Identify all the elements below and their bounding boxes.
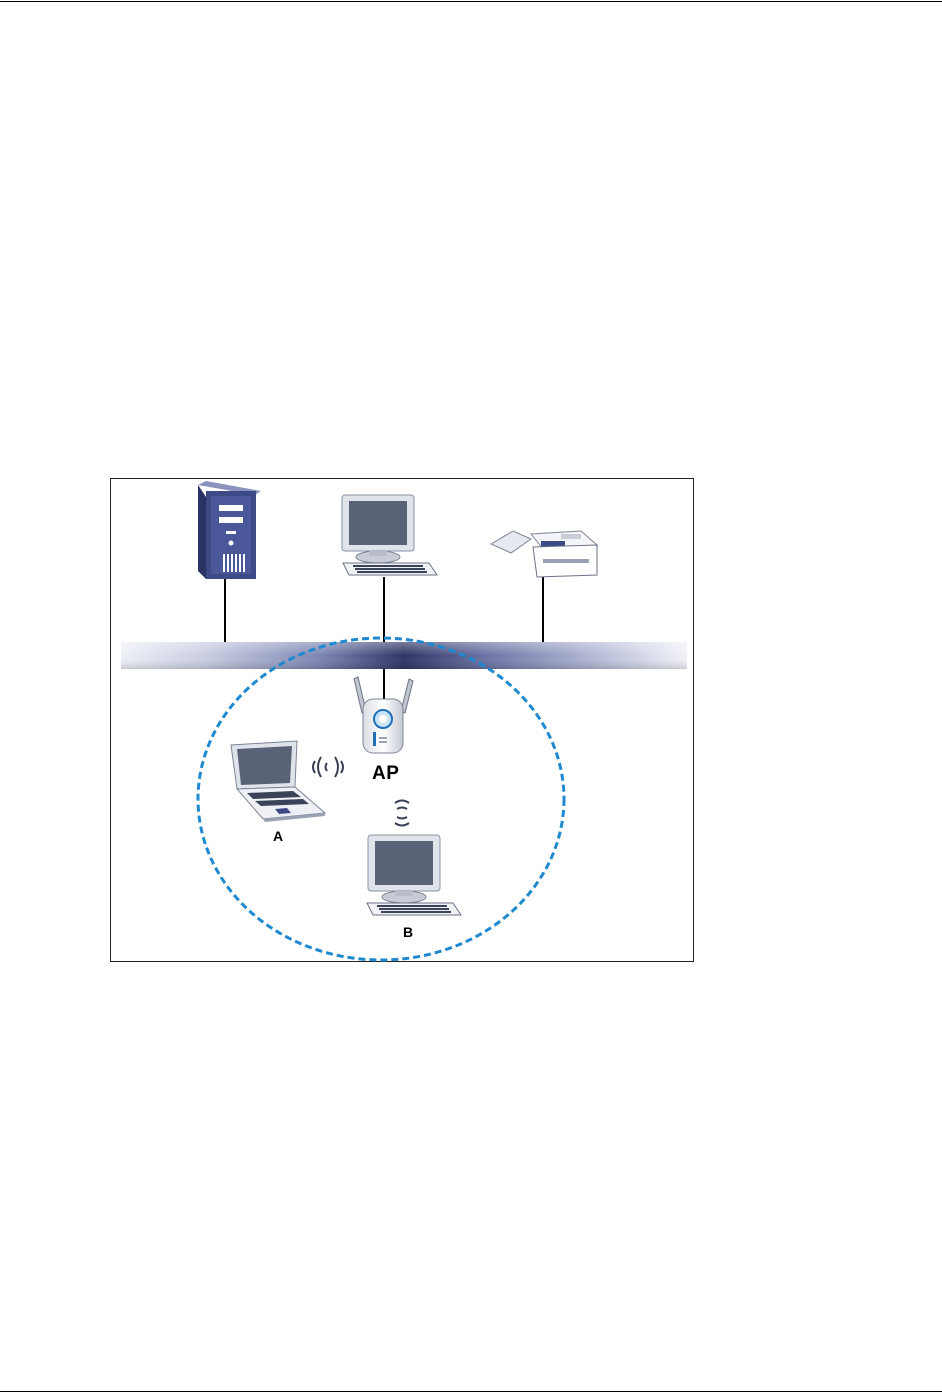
wireless-network-diagram: AP A B [110,478,694,962]
page-top-rule [0,1,942,2]
laptop-icon [231,741,325,822]
page-bottom-rule [0,1391,942,1392]
desktop-computer-icon [342,495,437,575]
desktop-computer-icon [367,835,461,915]
station-b-label: B [403,924,413,940]
station-a-label: A [273,828,283,844]
network-backbone [121,642,687,669]
wireless-signal-icon [395,801,409,826]
printer-icon [491,531,597,577]
access-point-label: AP [372,763,399,785]
server-tower-icon [198,481,261,579]
wireless-signal-icon [313,757,343,777]
diagram-canvas [111,479,695,963]
